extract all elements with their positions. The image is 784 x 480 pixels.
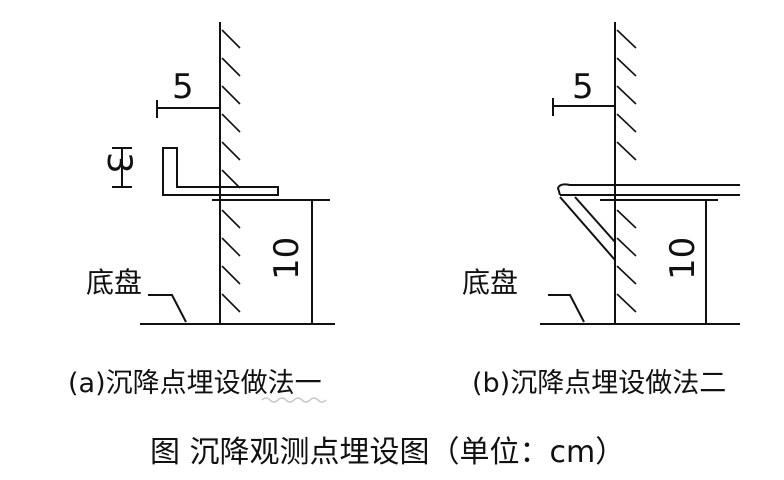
base-leader-a	[148, 294, 187, 323]
dim-5-label-a: 5	[172, 67, 194, 107]
settlement-marker-b	[556, 183, 740, 196]
base-leader-b	[548, 294, 585, 323]
base-label-b: 底盘	[462, 266, 518, 299]
base-label-a: 底盘	[86, 266, 142, 299]
dim-5-label-b: 5	[572, 67, 594, 107]
diagram-b	[540, 22, 740, 325]
dim-10-label-a: 10	[267, 237, 307, 280]
caption-b: (b)沉降点埋设做法二	[472, 368, 726, 399]
figure-title: 图 沉降观测点埋设图（单位：cm）	[150, 435, 625, 470]
caption-squiggle	[261, 397, 327, 403]
wall-hatch-b	[616, 29, 637, 313]
dim-3-label-a: 3	[99, 152, 139, 174]
caption-a: (a)沉降点埋设做法一	[68, 368, 322, 399]
settlement-marker-a	[162, 147, 279, 196]
dim-10-label-b: 10	[663, 237, 703, 280]
diagram-a	[112, 22, 335, 325]
wall-hatch-a	[221, 29, 241, 313]
